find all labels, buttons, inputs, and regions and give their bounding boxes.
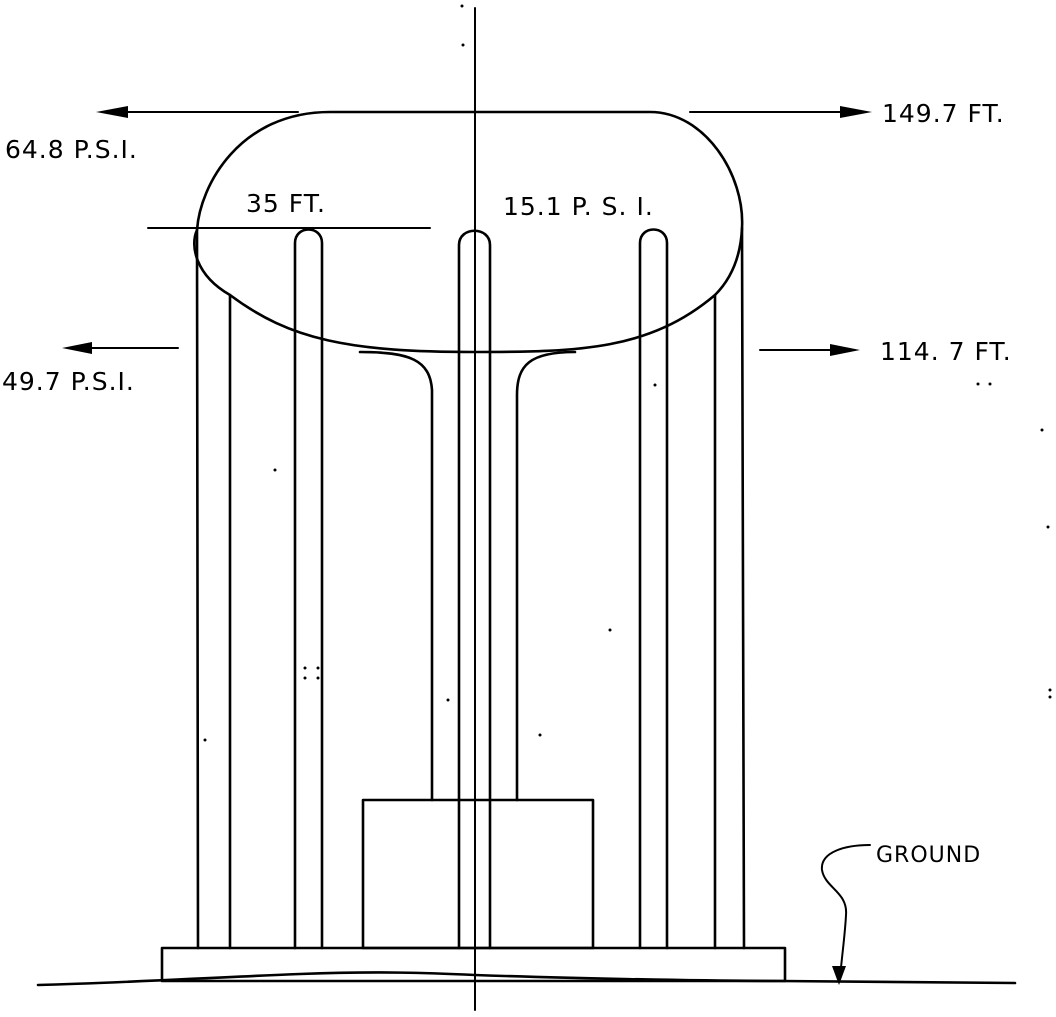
bottom-pressure-label: 49.7 P.S.I. (2, 367, 135, 396)
tank-pressure-label: 15.1 P. S. I. (503, 192, 654, 221)
top-pressure-label: 64.8 P.S.I. (5, 135, 138, 164)
top-height-label: 149.7 FT. (882, 99, 1005, 128)
top-left-arrowhead (96, 106, 128, 118)
central-riser-pipe (457, 229, 492, 950)
ground-line (36, 971, 1017, 987)
inner-rod-right (638, 228, 669, 950)
outer-leg-left (195, 228, 232, 950)
bottom-left-arrowhead (62, 342, 92, 354)
outer-leg-right (713, 226, 746, 950)
tank-depth-label: 35 FT. (246, 189, 326, 218)
ground-callout-leader (820, 844, 871, 979)
inner-rod-left (293, 228, 324, 950)
top-right-arrowhead (840, 106, 872, 118)
ground-callout-arrowhead (832, 966, 846, 985)
pump-house (361, 798, 595, 950)
ground-label: GROUND (876, 843, 981, 868)
scan-specks (203, 4, 1052, 742)
stem-right (515, 350, 577, 802)
bottom-height-label: 114. 7 FT. (880, 337, 1012, 366)
stem-left (358, 350, 434, 802)
bottom-right-arrowhead (830, 344, 860, 356)
